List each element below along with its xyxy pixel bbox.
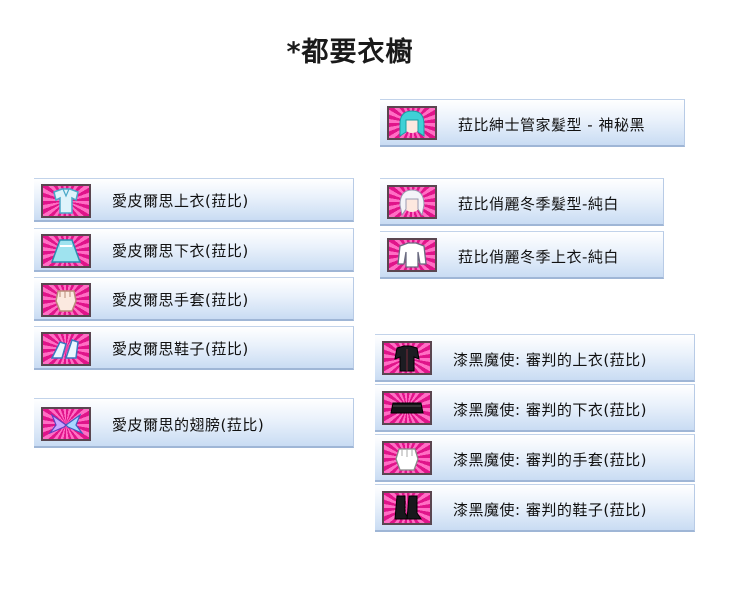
- item-label: 愛皮爾思下衣(菈比): [112, 242, 249, 260]
- hair-icon: [387, 185, 437, 219]
- list-item-bottom[interactable]: 愛皮爾思下衣(菈比): [34, 228, 354, 272]
- item-label: 愛皮爾思上衣(菈比): [112, 192, 249, 210]
- list-item-dark-boots[interactable]: 漆黑魔使: 審判的鞋子(菈比): [375, 484, 695, 532]
- item-label: 漆黑魔使: 審判的手套(菈比): [453, 451, 648, 469]
- item-label: 愛皮爾思的翅膀(菈比): [112, 416, 265, 434]
- item-label: 菈比紳士管家髮型 - 神秘黑: [458, 116, 645, 134]
- top-clothing-icon: [382, 341, 432, 375]
- shoes-icon: [41, 332, 91, 366]
- wings-icon: [41, 407, 91, 441]
- page-title: *都要衣櫥: [286, 37, 414, 68]
- list-item-top[interactable]: 愛皮爾思上衣(菈比): [34, 178, 354, 222]
- list-item-dark-gloves[interactable]: 漆黑魔使: 審判的手套(菈比): [375, 434, 695, 482]
- skirt-icon: [382, 391, 432, 425]
- top-clothing-icon: [387, 238, 437, 272]
- list-item-shoes[interactable]: 愛皮爾思鞋子(菈比): [34, 326, 354, 370]
- list-item-wings[interactable]: 愛皮爾思的翅膀(菈比): [34, 398, 354, 448]
- list-item-gloves[interactable]: 愛皮爾思手套(菈比): [34, 277, 354, 321]
- glove-icon: [382, 441, 432, 475]
- list-item-winter-hair[interactable]: 菈比俏麗冬季髮型-純白: [380, 178, 664, 226]
- list-item-dark-bottom[interactable]: 漆黑魔使: 審判的下衣(菈比): [375, 384, 695, 432]
- item-label: 菈比俏麗冬季上衣-純白: [458, 248, 619, 266]
- item-label: 愛皮爾思鞋子(菈比): [112, 340, 249, 358]
- list-item-winter-top[interactable]: 菈比俏麗冬季上衣-純白: [380, 231, 664, 279]
- item-label: 漆黑魔使: 審判的上衣(菈比): [453, 351, 648, 369]
- top-clothing-icon: [41, 184, 91, 218]
- hair-icon: [387, 106, 437, 140]
- item-label: 漆黑魔使: 審判的下衣(菈比): [453, 401, 648, 419]
- glove-icon: [41, 283, 91, 317]
- item-label: 漆黑魔使: 審判的鞋子(菈比): [453, 501, 648, 519]
- skirt-icon: [41, 234, 91, 268]
- boots-icon: [382, 491, 432, 525]
- item-label: 愛皮爾思手套(菈比): [112, 291, 249, 309]
- list-item-butler-hair[interactable]: 菈比紳士管家髮型 - 神秘黑: [380, 99, 685, 147]
- list-item-dark-top[interactable]: 漆黑魔使: 審判的上衣(菈比): [375, 334, 695, 382]
- item-label: 菈比俏麗冬季髮型-純白: [458, 195, 619, 213]
